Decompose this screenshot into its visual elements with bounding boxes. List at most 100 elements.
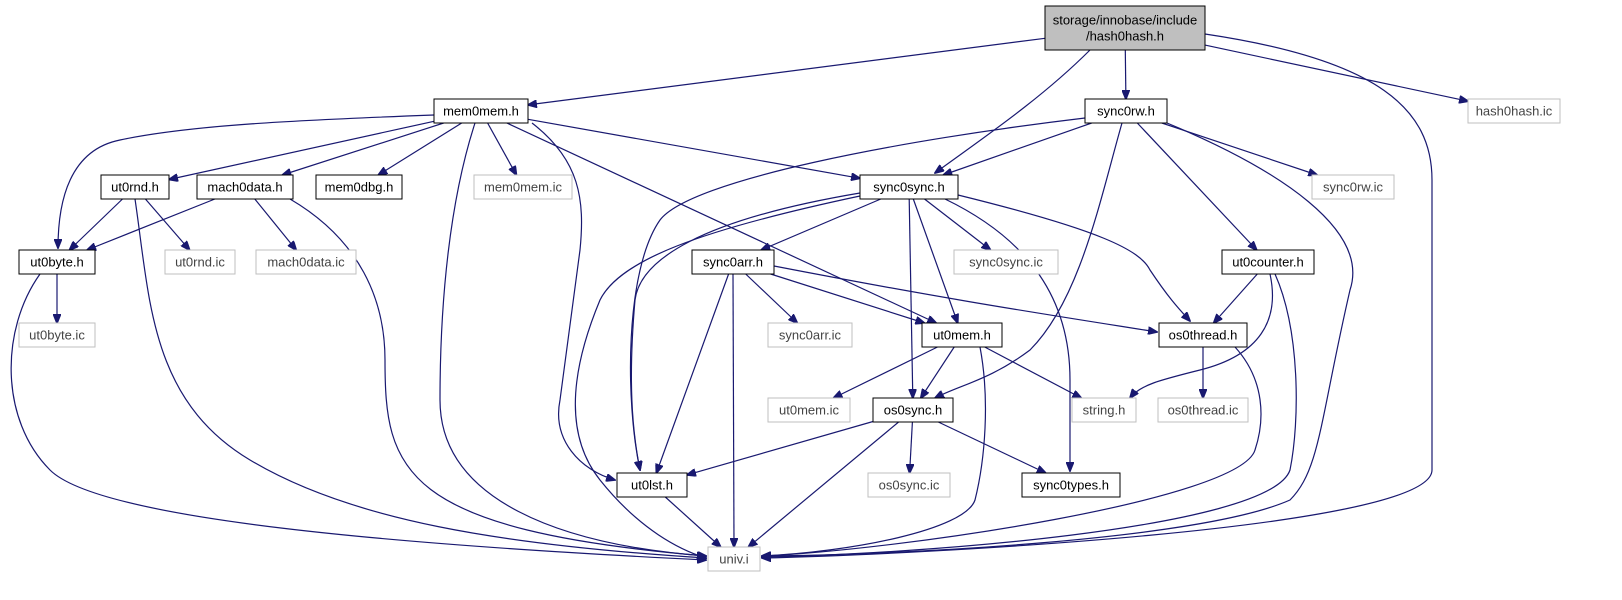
node-label: hash0hash.ic	[1476, 104, 1553, 119]
edge-ut0mem-h-to-ut0mem-ic	[834, 346, 938, 398]
node-ut0rnd-ic[interactable]: ut0rnd.ic	[164, 249, 236, 275]
node-mach0data-h[interactable]: mach0data.h	[196, 174, 294, 200]
node-sync0sync-ic[interactable]: sync0sync.ic	[953, 249, 1059, 275]
node-label: ut0byte.h	[30, 255, 84, 270]
edge-sync0sync-h-to-ut0mem-h	[912, 198, 957, 323]
node-box	[867, 472, 951, 498]
node-box	[767, 322, 853, 348]
node-box	[164, 249, 236, 275]
node-sync0types-h[interactable]: sync0types.h	[1021, 472, 1121, 498]
node-ut0byte-ic[interactable]: ut0byte.ic	[18, 322, 96, 348]
node-box	[255, 249, 357, 275]
node-box	[18, 322, 96, 348]
node-label: /hash0hash.h	[1086, 29, 1164, 44]
node-os0sync-ic[interactable]: os0sync.ic	[867, 472, 951, 498]
node-label: mem0dbg.h	[325, 180, 394, 195]
edge-mem0mem-h-to-univ-i	[439, 122, 706, 556]
node-univ-i[interactable]: univ.i	[707, 546, 761, 572]
edge-mem0mem-h-to-ut0lst-h	[531, 122, 615, 480]
node-label: ut0lst.h	[631, 478, 673, 493]
node-box	[1157, 397, 1249, 423]
edge-sync0sync-h-to-ut0lst-h	[630, 192, 861, 470]
node-box	[872, 397, 954, 423]
edge-ut0mem-h-to-string-h	[984, 346, 1082, 398]
edge-os0sync-h-to-ut0lst-h	[687, 420, 874, 475]
edge-ut0counter-h-to-string-h	[1130, 273, 1274, 398]
node-label: mem0mem.h	[443, 104, 519, 119]
node-label: storage/innobase/include	[1053, 13, 1198, 28]
edge-hash0hash-h-to-mem0mem-h	[528, 37, 1046, 105]
node-label: ut0mem.h	[933, 328, 991, 343]
node-os0thread-h[interactable]: os0thread.h	[1158, 322, 1248, 348]
node-box	[1311, 174, 1395, 200]
edge-ut0rnd-h-to-univ-i	[134, 198, 706, 558]
node-hash0hash-ic[interactable]: hash0hash.ic	[1467, 98, 1561, 124]
node-box	[859, 174, 959, 200]
edge-mem0mem-h-to-ut0mem-h	[506, 122, 936, 323]
node-sync0sync-h[interactable]: sync0sync.h	[859, 174, 959, 200]
edge-mem0mem-h-to-mach0data-h	[282, 122, 444, 175]
edge-hash0hash-h-to-hash0hash-ic	[1204, 44, 1468, 101]
edge-sync0sync-h-to-sync0arr-h	[761, 198, 882, 250]
edges-layer	[10, 33, 1468, 560]
node-os0thread-ic[interactable]: os0thread.ic	[1157, 397, 1249, 423]
node-ut0counter-h[interactable]: ut0counter.h	[1221, 249, 1315, 275]
node-label: ut0counter.h	[1232, 255, 1304, 270]
node-label: sync0types.h	[1033, 478, 1109, 493]
node-box	[953, 249, 1059, 275]
edge-sync0arr-h-to-sync0arr-ic	[745, 273, 798, 323]
node-box	[196, 174, 294, 200]
edge-mem0mem-h-to-mem0mem-ic	[487, 122, 517, 175]
edge-ut0lst-h-to-univ-i	[664, 496, 720, 547]
node-string-h[interactable]: string.h	[1071, 397, 1137, 423]
node-label: string.h	[1083, 403, 1126, 418]
node-label: ut0rnd.ic	[175, 255, 225, 270]
edge-ut0mem-h-to-os0sync-h	[921, 346, 955, 398]
node-mem0mem-h[interactable]: mem0mem.h	[433, 98, 529, 124]
edge-ut0counter-h-to-os0thread-h	[1214, 273, 1258, 323]
edge-sync0arr-h-to-ut0mem-h	[770, 273, 925, 323]
edge-sync0arr-h-to-univ-i	[733, 273, 734, 547]
node-ut0lst-h[interactable]: ut0lst.h	[616, 472, 688, 498]
node-label: mach0data.h	[207, 180, 282, 195]
edge-os0sync-h-to-univ-i	[748, 421, 899, 547]
node-sync0rw-ic[interactable]: sync0rw.ic	[1311, 174, 1395, 200]
edge-sync0rw-h-to-os0sync-h	[935, 122, 1123, 398]
node-label: ut0rnd.h	[111, 180, 159, 195]
node-mem0dbg-h[interactable]: mem0dbg.h	[315, 174, 403, 200]
node-box	[1084, 98, 1168, 124]
node-box	[1221, 249, 1315, 275]
edge-ut0mem-h-to-univ-i	[762, 346, 987, 556]
node-box	[473, 174, 573, 200]
node-label: os0thread.h	[1169, 328, 1238, 343]
node-box	[315, 174, 403, 200]
node-hash0hash-h[interactable]: storage/innobase/include/hash0hash.h	[1044, 5, 1206, 51]
nodes-layer: storage/innobase/include/hash0hash.h mem0…	[18, 5, 1561, 572]
edge-mach0data-h-to-ut0byte-h	[87, 198, 216, 250]
node-ut0byte-h[interactable]: ut0byte.h	[18, 249, 96, 275]
node-box	[921, 322, 1003, 348]
edge-sync0rw-h-to-univ-i	[762, 122, 1354, 556]
node-mach0data-ic[interactable]: mach0data.ic	[255, 249, 357, 275]
edge-os0thread-h-to-univ-i	[762, 346, 1262, 556]
node-label: mach0data.ic	[267, 255, 345, 270]
node-ut0mem-ic[interactable]: ut0mem.ic	[767, 397, 851, 423]
node-os0sync-h[interactable]: os0sync.h	[872, 397, 954, 423]
node-label: sync0sync.ic	[969, 255, 1043, 270]
edge-mem0mem-h-to-ut0rnd-h	[169, 120, 435, 179]
node-sync0rw-h[interactable]: sync0rw.h	[1084, 98, 1168, 124]
edge-hash0hash-h-to-sync0rw-h	[1125, 49, 1126, 99]
node-box	[1071, 397, 1137, 423]
edge-mem0mem-h-to-ut0byte-h	[58, 114, 435, 248]
node-mem0mem-ic[interactable]: mem0mem.ic	[473, 174, 573, 200]
edge-ut0counter-h-to-univ-i	[762, 273, 1297, 557]
node-box	[691, 249, 775, 275]
edge-sync0sync-h-to-univ-i	[574, 195, 861, 558]
node-ut0rnd-h[interactable]: ut0rnd.h	[100, 174, 170, 200]
node-sync0arr-h[interactable]: sync0arr.h	[691, 249, 775, 275]
edge-mem0mem-h-to-sync0sync-h	[527, 118, 860, 178]
node-ut0mem-h[interactable]: ut0mem.h	[921, 322, 1003, 348]
edge-sync0rw-h-to-ut0counter-h	[1136, 122, 1256, 250]
node-sync0arr-ic[interactable]: sync0arr.ic	[767, 322, 853, 348]
